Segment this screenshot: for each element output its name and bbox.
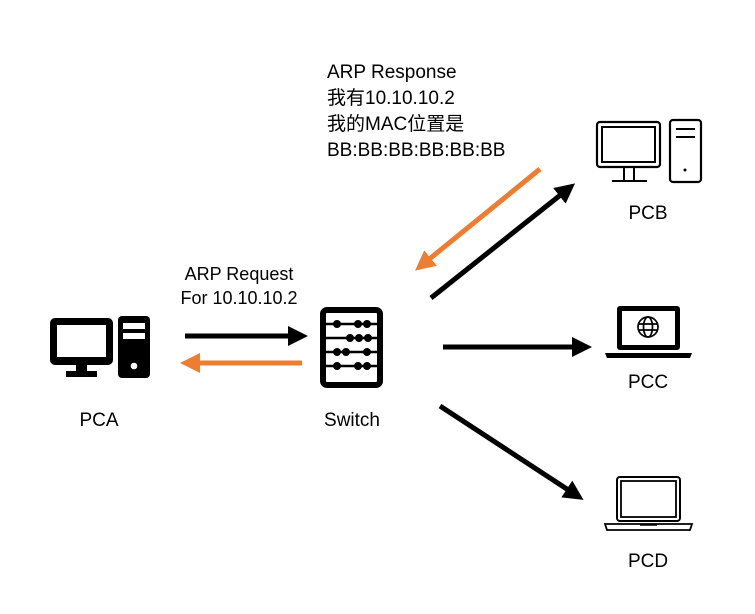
pcd-laptop-icon: [603, 476, 694, 531]
arrow-switch-to-pcd: [438, 403, 584, 500]
arp-response-ip: 我有10.10.10.2: [327, 88, 455, 109]
switch-label: Switch: [324, 410, 380, 431]
arp-response-text: ARP Response 我有10.10.10.2 我的MAC位置是 BB:BB…: [327, 60, 505, 164]
pcb-label: PCB: [628, 203, 668, 224]
pca-desktop-icon: [50, 316, 150, 378]
pcb-desktop-icon: [595, 118, 703, 184]
arp-response-mac: BB:BB:BB:BB:BB:BB: [327, 140, 506, 161]
arp-response-title: ARP Response: [327, 62, 457, 83]
pcc-label: PCC: [627, 372, 669, 393]
arp-request-text: ARP Request For 10.10.10.2: [174, 262, 304, 310]
arp-request-title: ARP Request: [184, 264, 294, 284]
pcc-laptop-globe-icon: [605, 306, 692, 358]
arp-response-mac-label: 我的MAC位置是: [327, 114, 465, 135]
pcd-label: PCD: [627, 551, 669, 572]
arrow-pcb-to-switch: [415, 167, 542, 271]
switch-abacus-icon: [320, 307, 383, 388]
arrow-switch-to-pcb: [429, 183, 576, 300]
pca-label: PCA: [79, 410, 119, 431]
arp-request-target: For 10.10.10.2: [180, 288, 298, 308]
